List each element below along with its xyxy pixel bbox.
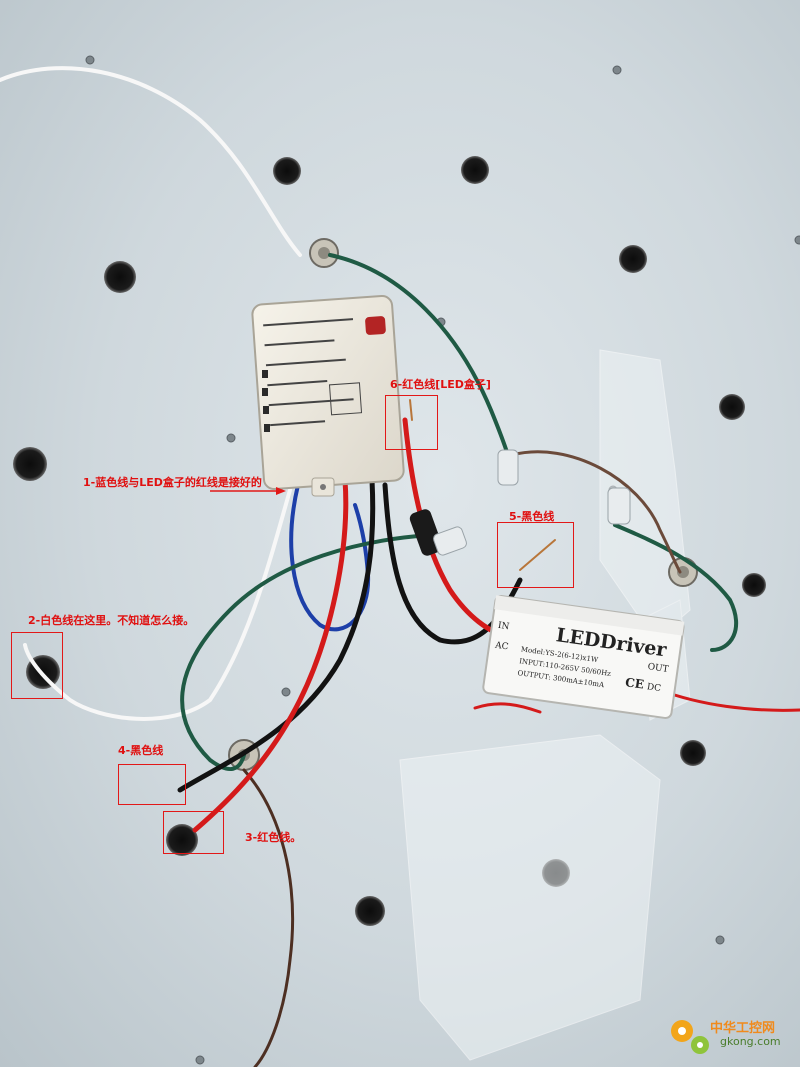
led-driver-ac: AC: [493, 641, 509, 653]
annotation-box-2: [11, 632, 63, 699]
gear-icon: [671, 1020, 709, 1054]
watermark-url: gkong.com: [720, 1035, 781, 1048]
watermark: 中华工控网 gkong.com: [666, 1013, 796, 1061]
annotation-box-6: [385, 395, 438, 450]
watermark-name: 中华工控网: [710, 1021, 776, 1036]
led-driver-out: OUT: [647, 662, 669, 675]
annotation-box-4: [118, 764, 186, 805]
led-driver: [482, 595, 685, 719]
led-driver-text: LEDDriver IN AC OUT DC CE Model:YS-2(6-1…: [493, 621, 669, 694]
annotation-label-2: 2-白色线在这里。不知道怎么接。: [28, 614, 195, 627]
annotation-box-5: [497, 522, 574, 588]
annotation-label-4: 4-黑色线: [118, 744, 164, 757]
control-box: [251, 295, 405, 497]
led-driver-ce: CE: [624, 675, 644, 691]
annotation-label-1: 1-蓝色线与LED盒子的红线是接好的: [83, 476, 262, 489]
annotation-box-3: [163, 811, 224, 854]
led-driver-dc: DC: [646, 682, 661, 694]
led-driver-in: IN: [497, 621, 510, 633]
annotation-label-5: 5-黑色线: [509, 510, 555, 523]
annotation-label-3: 3-红色线。: [245, 831, 302, 844]
annotation-label-6: 6-红色线[LED盒子]: [390, 378, 491, 391]
wire-connector: [409, 449, 631, 556]
wires: [0, 66, 800, 1067]
clear-tape: [399, 349, 691, 1061]
annotation-arrow: [210, 487, 286, 495]
